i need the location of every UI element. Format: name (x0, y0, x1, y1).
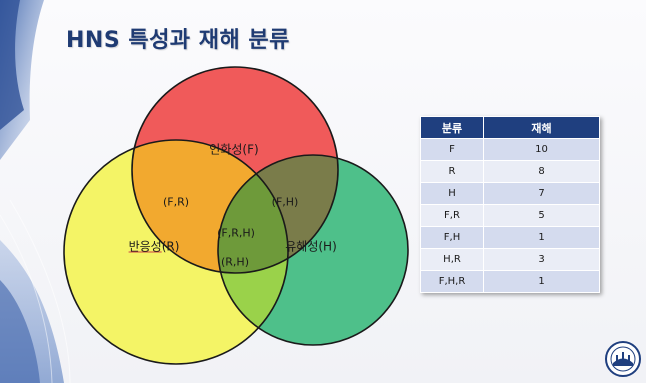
region-f-r (132, 140, 288, 273)
university-seal-icon (605, 341, 641, 377)
cell-class: R (420, 160, 484, 183)
table-row: H,R 3 (420, 248, 600, 271)
table-row: H 7 (420, 182, 600, 205)
table-row: F 10 (420, 138, 600, 161)
table-row: F,H,R 1 (420, 270, 600, 293)
page-title: HNS 특성과 재해 분류 (66, 28, 290, 53)
column-header-count: 재해 (483, 116, 600, 139)
label-reactive-prefix: 반응성 (128, 239, 162, 254)
label-harmful: 유해성(H) (285, 239, 337, 254)
label-r-h: (R,H) (221, 255, 249, 269)
cell-count: 10 (483, 138, 600, 161)
table-row: R 8 (420, 160, 600, 183)
label-f-r: (F,R) (162, 195, 190, 209)
cell-count: 5 (483, 204, 600, 227)
column-header-class: 분류 (420, 116, 484, 139)
cell-class: F (420, 138, 484, 161)
cell-class: F,H (420, 226, 484, 249)
table-header-row: 분류 재해 (420, 116, 600, 139)
cell-count: 7 (483, 182, 600, 205)
label-reactive: 반응성(R) (129, 238, 180, 255)
cell-class: F,R (420, 204, 484, 227)
label-f-r-h: (F,R,H) (217, 226, 255, 240)
table-row: F,H 1 (420, 226, 600, 249)
cell-count: 1 (483, 226, 600, 249)
venn-outlines (63, 66, 409, 365)
cell-class: F,H,R (420, 270, 484, 293)
cell-class: H (420, 182, 484, 205)
label-f-h: (F,H) (271, 195, 299, 209)
label-flammable: 인화성(F) (209, 142, 259, 157)
cell-count: 3 (483, 248, 600, 271)
classification-table: 분류 재해 F 10 R 8 H 7 F,R 5 F,H 1 (420, 116, 600, 293)
table-row: F,R 5 (420, 204, 600, 227)
cell-class: H,R (420, 248, 484, 271)
label-reactive-suffix: (R) (161, 239, 180, 254)
cell-count: 1 (483, 270, 600, 293)
cell-count: 8 (483, 160, 600, 183)
